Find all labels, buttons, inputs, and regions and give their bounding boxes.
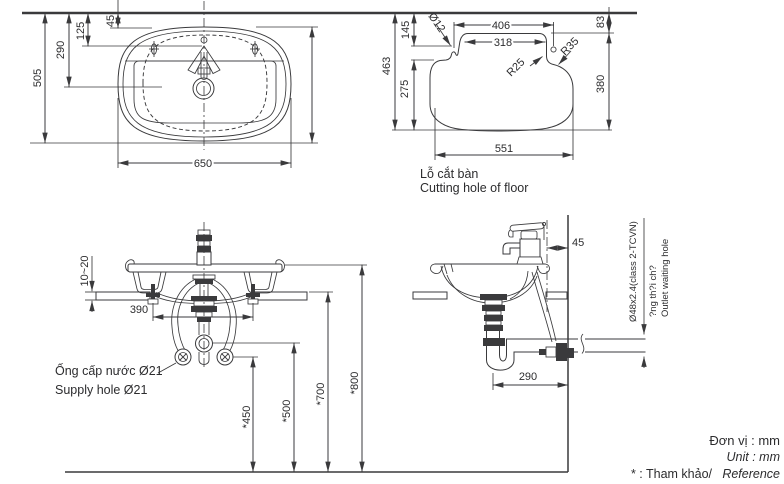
mounting-clamps (146, 284, 260, 305)
dim-800-label: *800 (349, 372, 361, 395)
front-installation-view: 10~20 390 *450 *500 *700 *800 Ống cấp nư… (55, 222, 367, 473)
cutting-hole-caption-en: Cutting hole of floor (420, 181, 528, 195)
dim-r25-label: R25 (505, 56, 528, 79)
reference-hole (550, 46, 557, 53)
dim-thickness-label: 10~20 (79, 256, 91, 287)
dim-500-label: *500 (281, 400, 293, 423)
reference-note-prefix: * : Tham khảo/ (631, 467, 713, 481)
outlet-label-vi: ?ng th?i ch? (648, 265, 659, 317)
dim-83-label: 83 (595, 16, 607, 28)
dim-380-label: 380 (595, 75, 607, 93)
dim-275-label: 275 (399, 80, 411, 98)
supply-tubes (171, 278, 237, 356)
dim-318-label: 318 (494, 37, 512, 49)
dim-463-label: 463 (381, 57, 393, 75)
dim-390-label: 390 (130, 304, 148, 316)
dim-650-label: 650 (194, 158, 212, 170)
top-plan-view: 505 290 125 45 650 (30, 0, 318, 172)
side-counter-left (412, 291, 448, 300)
cutting-hole-extension-lines (392, 7, 614, 160)
dim-551-label: 551 (495, 143, 513, 155)
rim-troughs (132, 271, 278, 294)
dim-145-label: 145 (400, 21, 412, 39)
deck-hole-symbols (149, 41, 260, 57)
dim-45-label: 45 (105, 15, 117, 27)
reference-note-word: Reference (722, 467, 780, 481)
side-dimensions (492, 218, 647, 388)
faucet-plan-symbol (187, 36, 221, 80)
dim-45-side-label: 45 (572, 237, 584, 249)
dim-r35-label: R35 (559, 35, 582, 58)
top-plan-dimensions (42, 12, 315, 166)
dim-290-side-label: 290 (519, 371, 537, 383)
dim-406-label: 406 (492, 20, 510, 32)
outlet-pipe-spec-label: Ø48x2.4(class 2-TCVN) (628, 221, 639, 322)
dim-700-label: *700 (315, 383, 327, 406)
dim-125-label: 125 (75, 22, 87, 40)
wall-and-floor-lines (22, 11, 637, 473)
supply-stops (174, 348, 234, 366)
supply-hole-label-en: Supply hole Ø21 (55, 383, 147, 397)
dim-diameter12-label: Ø12 (426, 11, 448, 35)
dim-450-label: *450 (241, 406, 253, 429)
drain-plan (192, 77, 215, 100)
cutting-hole-caption-vi: Lỗ cắt bàn (420, 166, 478, 181)
dim-290-label: 290 (55, 41, 67, 59)
dim-505-label: 505 (32, 69, 44, 87)
supply-hole-label-vi: Ống cấp nước Ø21 (55, 363, 163, 378)
unit-notes: Đơn vị : mm Unit : mm * : Tham khảo/ Ref… (631, 433, 780, 481)
side-counter-right (545, 291, 568, 300)
unit-note-en: Unit : mm (727, 450, 780, 464)
unit-note-vi: Đơn vị : mm (709, 433, 780, 448)
side-installation-view: 45 290 Ø48x2.4(class 2-TCVN) ?ng th?i ch… (412, 218, 671, 390)
cutting-hole-view: 463 145 275 Ø12 406 318 R25 R35 83 380 5… (381, 7, 614, 195)
top-plan-extension-lines (30, 0, 318, 168)
front-extension-lines (85, 264, 367, 358)
drain-and-trap (480, 294, 646, 371)
faucet-side (502, 221, 547, 265)
outlet-label-en: Outlet waiting hole (660, 239, 671, 317)
front-dimensions (89, 256, 365, 473)
cutting-hole-dimensions (392, 12, 612, 158)
